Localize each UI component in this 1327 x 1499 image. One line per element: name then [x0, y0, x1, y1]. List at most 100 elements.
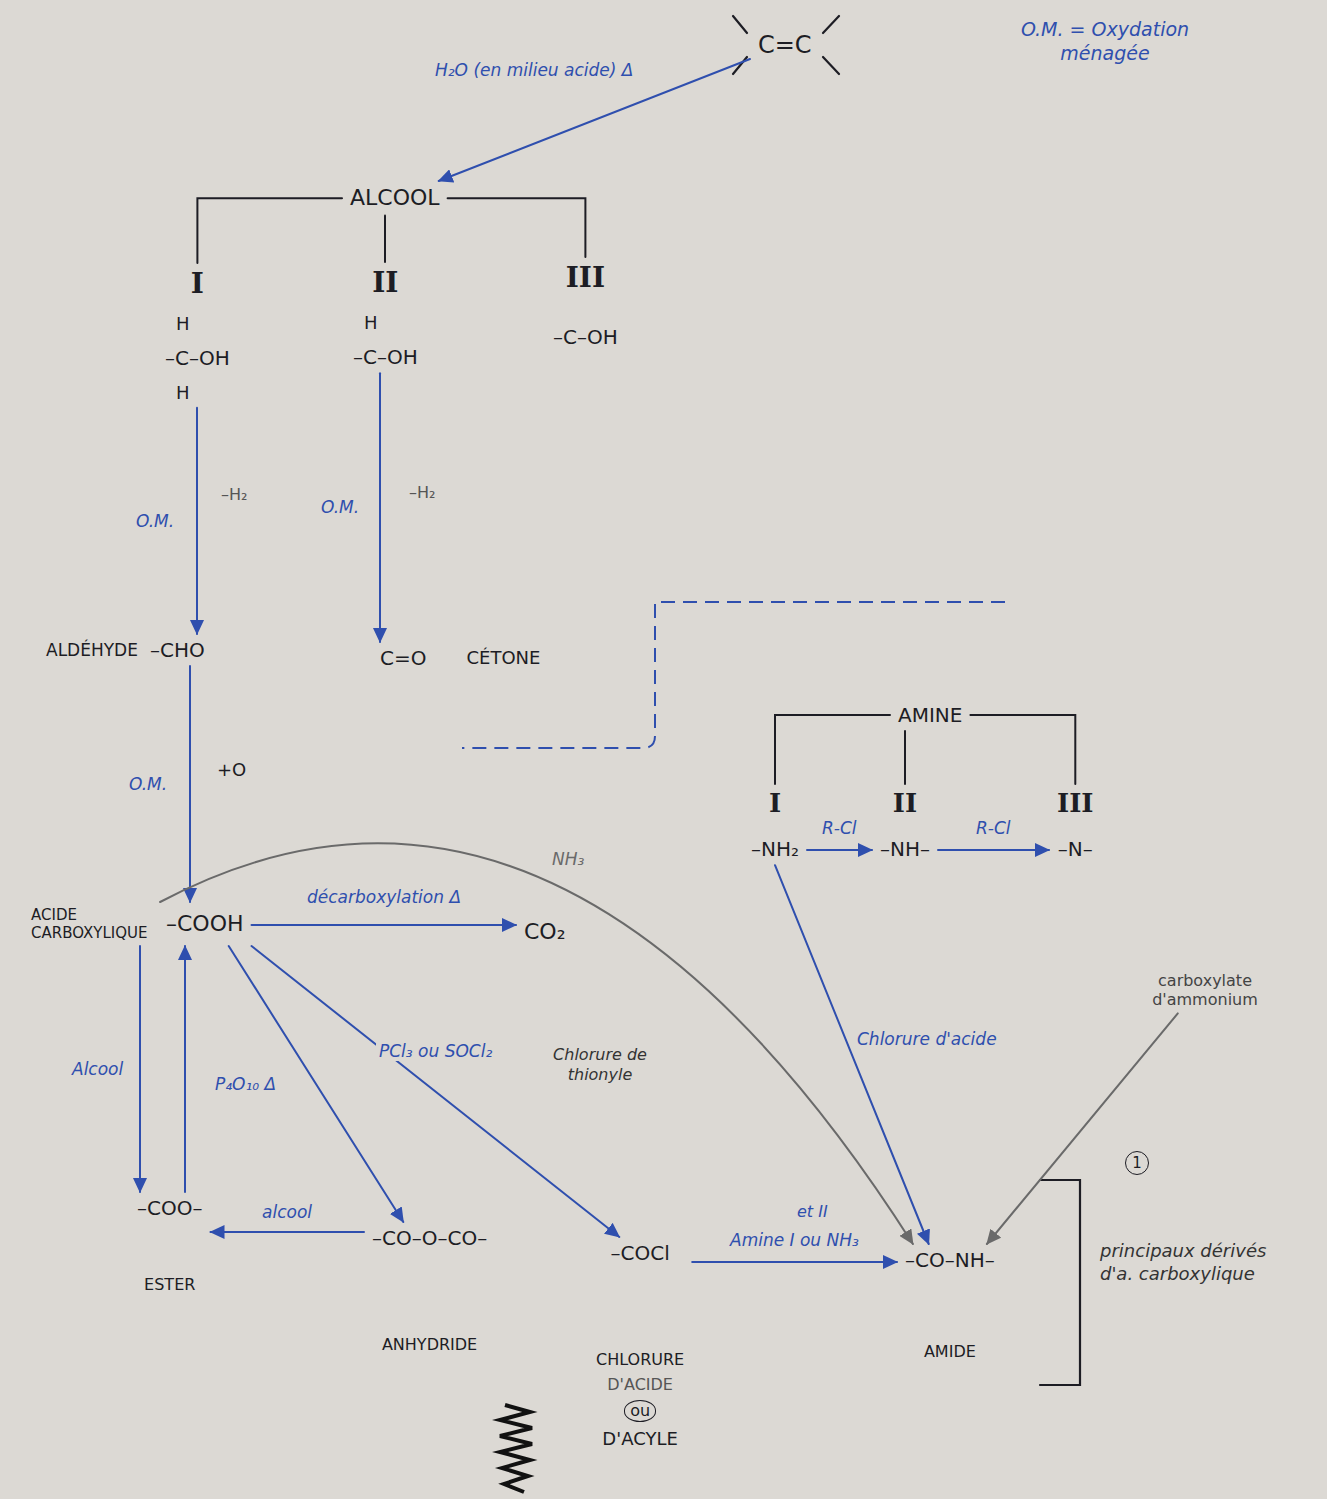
class-numeral: I [769, 788, 781, 819]
formula: –NH– [880, 837, 930, 861]
compound-name: CHLORURE [596, 1350, 684, 1369]
formula: C=O [380, 646, 426, 670]
compound: –CO–O–CO– ANHYDRIDE [364, 1222, 495, 1358]
reaction-label: O.M. [318, 497, 362, 517]
reaction-label: O.M. [126, 774, 170, 794]
class-numeral: II [372, 266, 398, 300]
bracket-line [904, 731, 906, 784]
dashed-line [462, 602, 1005, 748]
formula: CO₂ [524, 919, 566, 945]
reaction-arrow [211, 1231, 365, 1233]
compound: –COO– ESTER [129, 1192, 210, 1298]
formula: –C–OH [353, 345, 418, 369]
reaction-arrow [196, 408, 198, 634]
compound-name: carboxylate d'ammonium [1145, 971, 1265, 1009]
compound-name: D'ACIDE [607, 1375, 673, 1394]
bracket-line [384, 215, 386, 262]
reaction-label: Chlorure d'acide [854, 1029, 1000, 1049]
reaction-arrow [184, 946, 186, 1192]
formula: –COOH [166, 911, 244, 937]
formula: –COO– [137, 1196, 202, 1220]
reaction-label: R-Cl [973, 818, 1014, 838]
reaction-label: NH₃ [549, 849, 587, 869]
reaction-label: décarboxylation Δ [304, 887, 464, 907]
bracket [1040, 1180, 1080, 1385]
formula: –CO–NH– [905, 1248, 995, 1272]
bond-line [733, 16, 747, 33]
atom: H [176, 313, 190, 335]
formula: –C–OH [553, 325, 618, 349]
compound: carboxylate d'ammonium [1137, 967, 1273, 1013]
reaction-arrow [252, 924, 517, 926]
formula: –CO–O–CO– [372, 1226, 487, 1250]
compound: CO₂ [516, 915, 574, 949]
formula: –C–OH [165, 346, 230, 370]
formula: –COCl [610, 1241, 669, 1265]
compound: ACIDE CARBOXYLIQUE –COOH [23, 902, 252, 946]
atom: H [176, 382, 190, 404]
reaction-label: H₂O (en milieu acide) Δ [432, 60, 636, 80]
reaction-label: PCl₃ ou SOCl₂ [376, 1041, 495, 1061]
compound-name: D'ACYLE [602, 1428, 677, 1450]
reaction-arrow [938, 849, 1049, 851]
compound: –CO–NH– AMIDE [897, 1244, 1003, 1365]
alkene-formula: C=C [750, 27, 820, 64]
bracket-line [970, 715, 1075, 784]
reaction-arrow [160, 843, 913, 1244]
group-note: principaux dérivés d'a. carboxylique [1100, 1240, 1300, 1285]
formula: –CHO [150, 638, 205, 662]
legend-note: O.M. = Oxydation ménagée [1010, 18, 1200, 66]
reaction-label: O.M. [133, 511, 177, 531]
compound-name: CÉTONE [466, 647, 540, 669]
reaction-label: alcool [259, 1202, 315, 1222]
compound-name: ANHYDRIDE [382, 1335, 477, 1354]
compound: ALDÉHYDE –CHO [38, 634, 213, 666]
alcohol-class: II H –C–OH [345, 262, 426, 373]
reaction-arrow [139, 946, 141, 1192]
class-numeral: III [1057, 788, 1094, 819]
reaction-label: R-Cl [819, 818, 860, 838]
formula: –N– [1058, 837, 1093, 861]
reaction-label: P₄O₁₀ Δ [212, 1074, 279, 1094]
formula: C=C [758, 31, 812, 60]
family-name: AMINE [898, 703, 962, 727]
reaction-note: –H₂ [221, 485, 247, 505]
amine-class: III –N– [1049, 784, 1102, 865]
amine-class: I –NH₂ [743, 784, 807, 865]
reaction-arrow [807, 849, 872, 851]
reagent-note: Chlorure de thionyle [545, 1045, 655, 1085]
class-numeral: II [893, 788, 917, 819]
reaction-label: Alcool [69, 1059, 126, 1079]
scribble [500, 1405, 532, 1492]
family-heading: AMINE [890, 699, 970, 731]
class-numeral: I [191, 267, 204, 301]
family-heading: ALCOOL [342, 181, 448, 215]
bond-line [823, 57, 839, 74]
reaction-arrow [987, 1013, 1178, 1244]
reaction-arrow [189, 666, 191, 902]
reaction-note: +O [217, 759, 246, 782]
compound-name: ACIDE CARBOXYLIQUE [31, 906, 156, 942]
bond-line [823, 16, 839, 33]
compound-name: AMIDE [924, 1342, 976, 1361]
amine-class: II –NH– [872, 784, 938, 865]
compound-name: ALDÉHYDE [46, 640, 138, 660]
compound: C=O CÉTONE [372, 642, 548, 674]
conjunction: ou [624, 1400, 656, 1421]
family-name: ALCOOL [350, 185, 440, 211]
callout-number: 1 [1125, 1151, 1149, 1175]
compound: –COClCHLORURE D'ACIDE ouD'ACYLE [588, 1237, 692, 1453]
reaction-arrow [692, 1261, 897, 1263]
reaction-note: –H₂ [409, 483, 435, 503]
class-numeral: III [566, 261, 605, 295]
reaction-arrow [252, 946, 620, 1237]
formula: –NH₂ [751, 837, 799, 861]
reaction-arrow [775, 865, 929, 1244]
compound-name: ESTER [144, 1275, 195, 1294]
bracket-line [197, 198, 342, 263]
bracket-line [448, 198, 586, 257]
reaction-label: Amine I ou NH₃ [727, 1230, 862, 1250]
atom: H [364, 312, 378, 334]
bracket-line [775, 715, 890, 784]
reaction-arrow [379, 373, 381, 642]
